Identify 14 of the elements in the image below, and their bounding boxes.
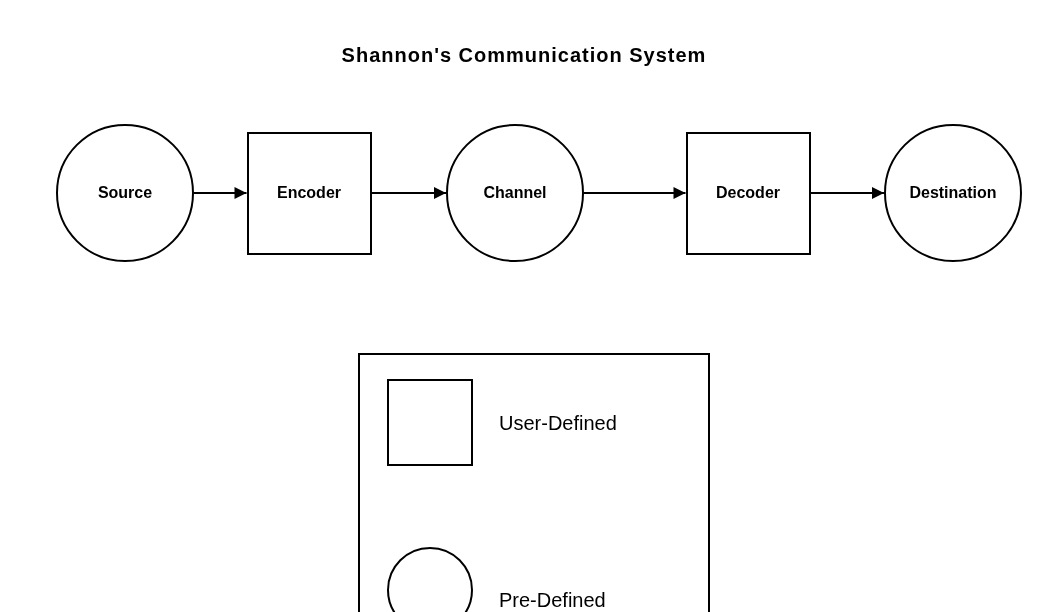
arrow (809, 187, 885, 199)
node-label: Source (97, 184, 153, 202)
node-label: Decoder (716, 184, 780, 202)
node-label: Destination (909, 184, 997, 202)
arrow (583, 187, 687, 199)
arrow (370, 187, 447, 199)
process-box (246, 131, 372, 255)
legend-label: User-Defined (499, 412, 617, 435)
arrow (193, 187, 248, 199)
node-label: Channel (483, 184, 547, 202)
node-label: Encoder (277, 184, 341, 202)
diagram-title: Shannon's Communication System (340, 44, 708, 67)
process-box (685, 131, 811, 255)
legend-label: Pre-Defined (499, 589, 606, 612)
